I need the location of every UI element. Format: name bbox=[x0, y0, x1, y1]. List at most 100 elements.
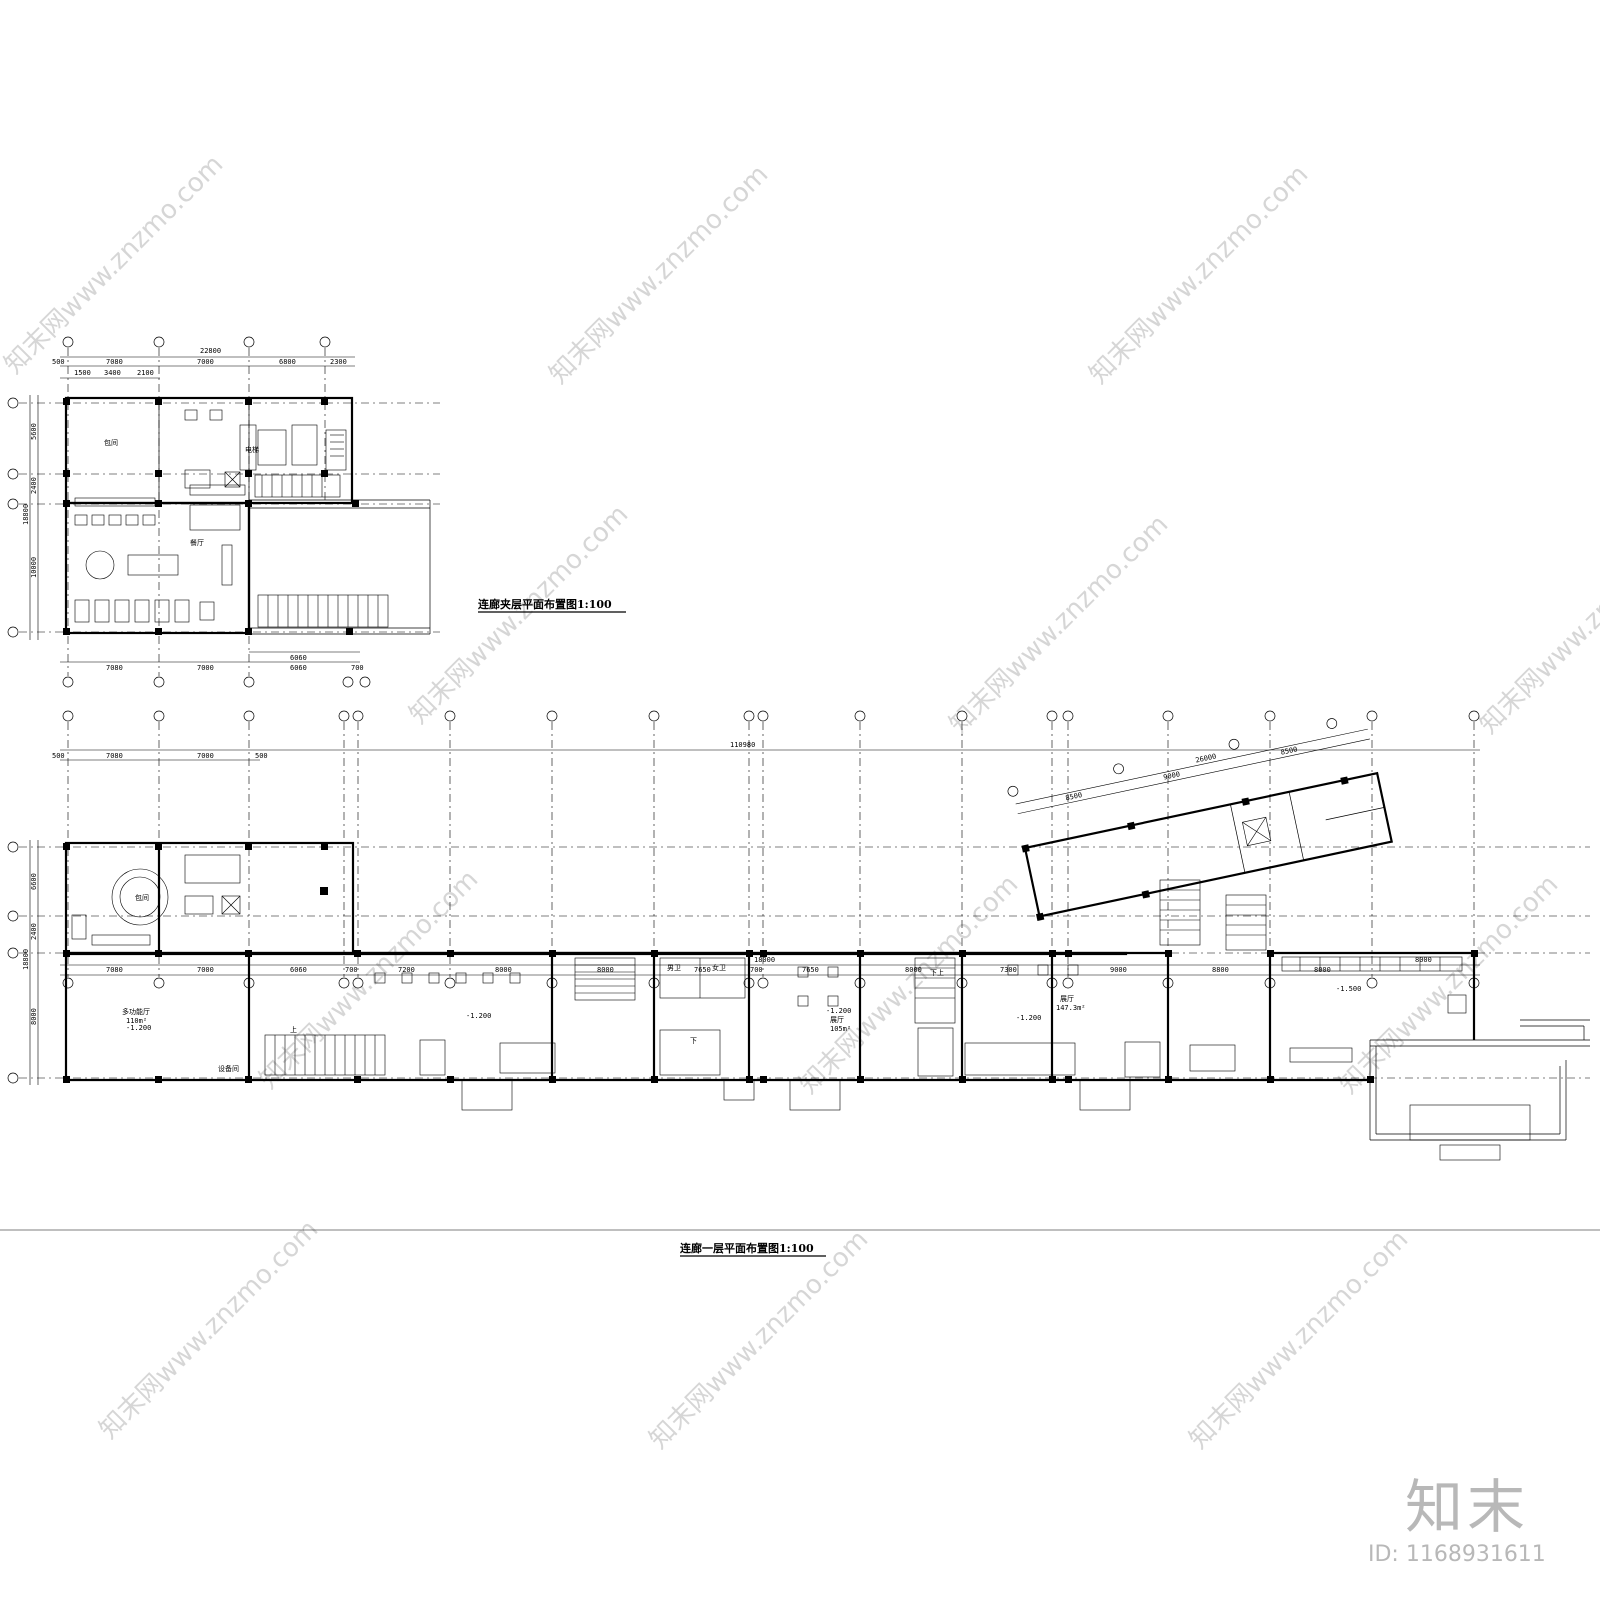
room-label: 设备间 bbox=[218, 1064, 239, 1073]
dim-bottom: 7000 bbox=[197, 966, 214, 974]
room-label: 包间 bbox=[104, 438, 118, 447]
dim-top: 6800 bbox=[279, 358, 296, 366]
dim-bottom: 8800 bbox=[1212, 966, 1229, 974]
watermark-text: 知末网www.znzmo.com bbox=[404, 499, 635, 730]
furniture bbox=[74, 409, 389, 628]
dim-bottom: 7300 bbox=[1000, 966, 1017, 974]
mezzanine-plan: 22800 500 7080 7000 6800 2300 1500 3400 … bbox=[7, 336, 626, 688]
annex-dim: 9000 bbox=[1163, 770, 1181, 781]
watermark-text: 知末网www.znzmo.com bbox=[0, 149, 229, 380]
dim-top: 500 bbox=[52, 358, 65, 366]
dim-bottom: 7650 bbox=[694, 966, 711, 974]
level-mark: -1.200 bbox=[1016, 1014, 1041, 1022]
walls bbox=[64, 841, 1590, 1161]
dim-bottom: 7000 bbox=[197, 664, 214, 672]
dim-top: 500 bbox=[255, 752, 268, 760]
dim-bottom: 7080 bbox=[106, 664, 123, 672]
dim-bottom-total: 18000 bbox=[754, 956, 775, 964]
furniture bbox=[71, 854, 1467, 1111]
mezzanine-plan-title: 连廊夹层平面布置图1:100 bbox=[478, 597, 612, 611]
dim-top: 2300 bbox=[330, 358, 347, 366]
dim-top: 7080 bbox=[106, 752, 123, 760]
dim-left: 10000 bbox=[30, 557, 38, 578]
level-mark: -1.200 bbox=[826, 1007, 851, 1015]
dim-top: 500 bbox=[52, 752, 65, 760]
ground-plan-title: 连廊一层平面布置图1:100 bbox=[680, 1241, 814, 1255]
dim-bottom: 8000 bbox=[1415, 956, 1432, 964]
dim-bottom: 6060 bbox=[290, 966, 307, 974]
dimension-lines bbox=[29, 749, 1480, 1085]
room-label: 147.3m² bbox=[1056, 1004, 1086, 1012]
watermark-text: 知末网www.znzmo.com bbox=[1084, 159, 1315, 390]
watermark-text: 知末网www.znzmo.com bbox=[794, 869, 1025, 1100]
dim-left: 2400 bbox=[30, 477, 38, 494]
level-mark: -1.200 bbox=[466, 1012, 491, 1020]
dim-top-sub: 1500 bbox=[74, 369, 91, 377]
dim-left-total: 18800 bbox=[22, 504, 30, 525]
dim-top: 7000 bbox=[197, 358, 214, 366]
dim-left: 5600 bbox=[30, 423, 38, 440]
dim-left: 8000 bbox=[30, 1008, 38, 1025]
dim-bottom: 8000 bbox=[905, 966, 922, 974]
ground-floor-plan: 110980 500 7080 7000 500 6600 2400 8000 … bbox=[0, 710, 1600, 1257]
dim-bottom: 8000 bbox=[1314, 966, 1331, 974]
room-label: 展厅 bbox=[1060, 995, 1074, 1003]
grid-lines bbox=[19, 722, 1590, 1079]
dim-left: 2400 bbox=[30, 923, 38, 940]
annex-dim: 26000 bbox=[1195, 752, 1217, 764]
dim-bottom: 7200 bbox=[398, 966, 415, 974]
dim-bottom: 7650 bbox=[802, 966, 819, 974]
room-label: 105m² bbox=[830, 1025, 851, 1033]
dim-bottom: 8000 bbox=[495, 966, 512, 974]
room-label: 女卫 bbox=[712, 963, 726, 972]
dim-bottom-sub: 6060 bbox=[290, 654, 307, 662]
dim-bottom: 6060 bbox=[290, 664, 307, 672]
watermark-text: 知末网www.znzmo.com bbox=[1474, 509, 1600, 740]
grid-bubbles-bottom bbox=[62, 977, 1480, 989]
level-mark: -1.500 bbox=[1336, 985, 1361, 993]
dim-top-sub: 3400 bbox=[104, 369, 121, 377]
watermark-text: 知末网www.znzmo.com bbox=[1184, 1224, 1415, 1455]
annex-dim: 8500 bbox=[1280, 745, 1298, 756]
level-mark: -1.200 bbox=[126, 1024, 151, 1032]
room-label: 电梯 bbox=[245, 445, 259, 454]
dim-left-total: 18800 bbox=[22, 949, 30, 970]
room-label: 下上 bbox=[930, 968, 944, 977]
dim-bottom: 9000 bbox=[1110, 966, 1127, 974]
brand-logo-watermark: 知末 bbox=[1405, 1473, 1530, 1541]
dim-bottom: 700 bbox=[345, 966, 358, 974]
room-label: 餐厅 bbox=[190, 538, 204, 547]
dim-left: 6600 bbox=[30, 873, 38, 890]
watermark-layer: 知末网www.znzmo.com 知末网www.znzmo.com 知末网www… bbox=[0, 149, 1600, 1455]
dim-bottom-sub: 700 bbox=[351, 664, 364, 672]
columns bbox=[63, 843, 1478, 1083]
dim-total: 110980 bbox=[730, 741, 755, 749]
watermark-text: 知末网www.znzmo.com bbox=[944, 509, 1175, 740]
dimension-lines bbox=[29, 356, 360, 663]
room-label: 多功能厅 bbox=[122, 1007, 150, 1016]
watermark-text: 知末网www.znzmo.com bbox=[544, 159, 775, 390]
dim-top-total: 22800 bbox=[200, 347, 221, 355]
dim-bottom: 7080 bbox=[106, 966, 123, 974]
grid-bubbles-left bbox=[7, 841, 19, 1084]
image-id-label: ID: 1168931611 bbox=[1368, 1542, 1546, 1567]
rotated-annex: 26000 9000 8500 8500 bbox=[1007, 718, 1393, 922]
grid-bubbles-top bbox=[7, 336, 371, 688]
dim-top: 7000 bbox=[197, 752, 214, 760]
annex-dim: 8500 bbox=[1065, 791, 1083, 802]
dim-bottom: 8000 bbox=[597, 966, 614, 974]
watermark-text: 知末网www.znzmo.com bbox=[644, 1224, 875, 1455]
room-label: 男卫 bbox=[667, 964, 681, 972]
annex-stairs bbox=[1159, 879, 1267, 951]
watermark-text: 知末网www.znzmo.com bbox=[94, 1214, 325, 1445]
grid-bubbles-top bbox=[62, 710, 1480, 722]
room-label: 展厅 bbox=[830, 1016, 844, 1024]
columns bbox=[63, 398, 359, 635]
room-label: 包间 bbox=[135, 893, 149, 902]
dim-top-sub: 2100 bbox=[137, 369, 154, 377]
dim-bottom: 700 bbox=[750, 966, 763, 974]
walls bbox=[64, 396, 431, 635]
room-label: 110m² bbox=[126, 1017, 147, 1025]
room-label: 下 bbox=[690, 1037, 697, 1045]
